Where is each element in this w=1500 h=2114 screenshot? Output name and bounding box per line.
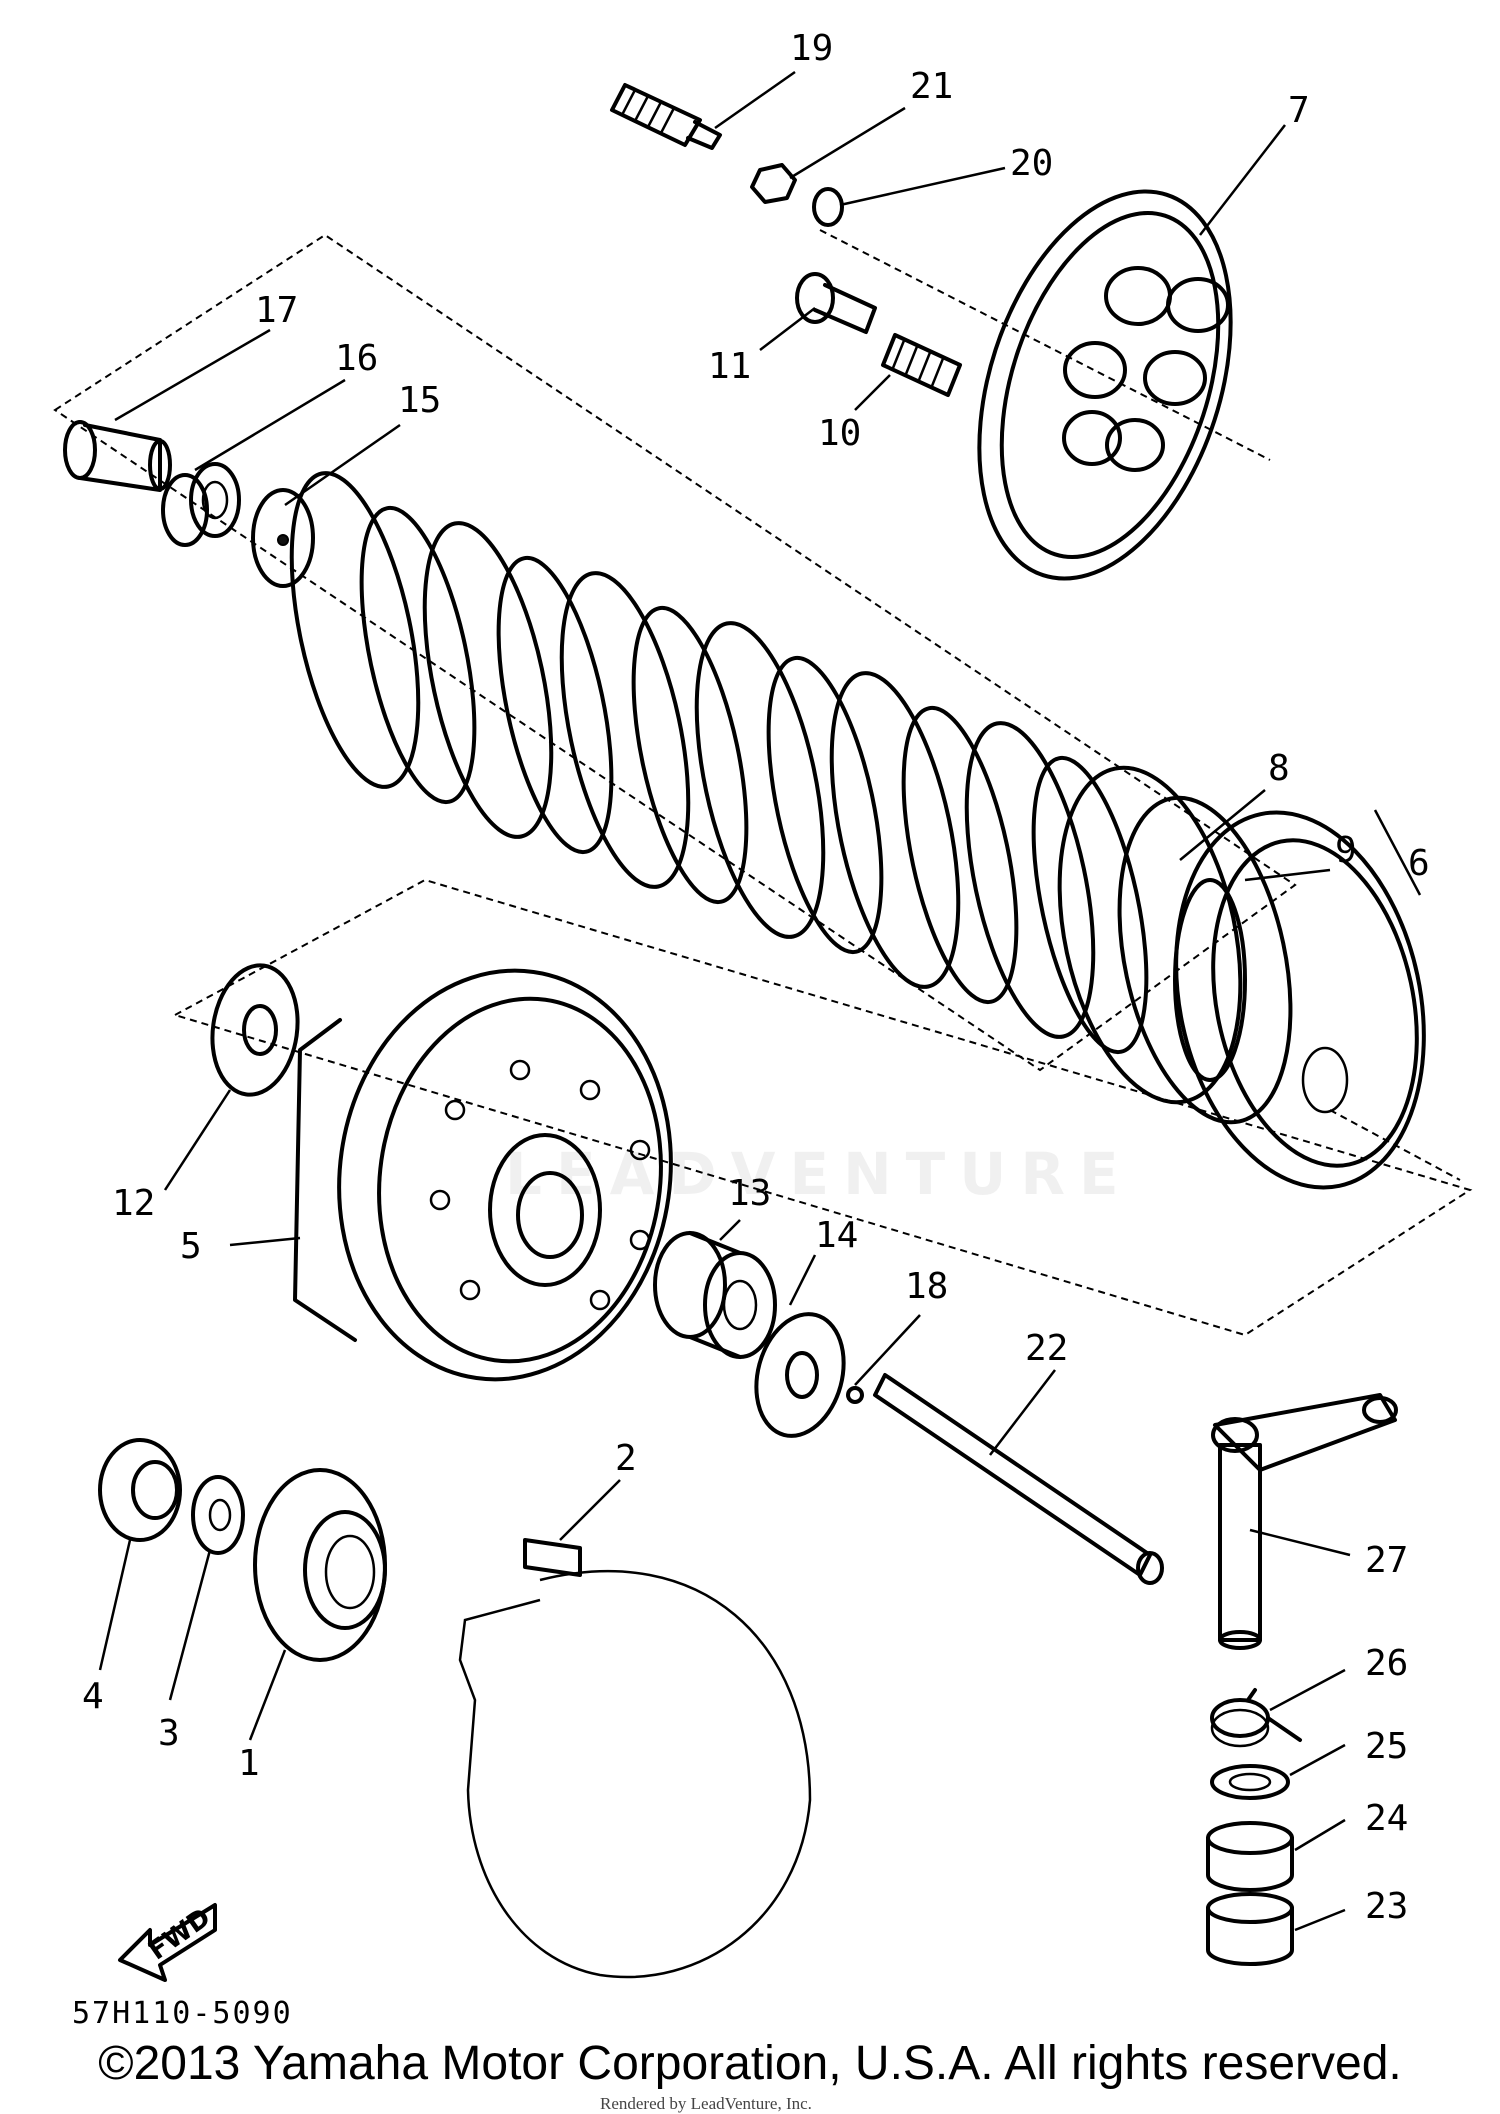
watermark: LEADVENTURE (505, 1140, 1133, 1208)
part-13-collar (653, 1231, 777, 1359)
part-9-ring (1117, 795, 1293, 1125)
axis-line-upper (819, 229, 1271, 461)
callout-5: 5 (180, 1226, 202, 1267)
callout-13: 13 (728, 1173, 771, 1214)
callout-26: 26 (1365, 1643, 1408, 1684)
part-21-nut (750, 163, 797, 204)
fwd-arrow-icon: FWD (118, 1903, 217, 1982)
callout-19: 19 (790, 28, 833, 69)
callout-4: 4 (82, 1676, 104, 1717)
callout-15: 15 (398, 380, 441, 421)
callout-22: 22 (1025, 1328, 1068, 1369)
callout-27: 27 (1365, 1540, 1408, 1581)
part-7-pressure-plate (977, 189, 1233, 581)
part-23-bushing (1206, 1892, 1294, 1966)
part-25-washer (1210, 1764, 1290, 1800)
callout-1: 1 (238, 1743, 260, 1784)
fwd-label: FWD (143, 1903, 216, 1967)
callout-21: 21 (910, 66, 953, 107)
diagram-code: 57H110-5090 (72, 1996, 293, 2031)
callout-17: 17 (255, 290, 298, 331)
part-6-clutch-boss (1173, 810, 1426, 1190)
part-18-ball (846, 1386, 864, 1404)
callout-24: 24 (1365, 1798, 1408, 1839)
part-1-gear (253, 1468, 387, 1662)
callout-7: 7 (1288, 90, 1310, 131)
part-2-key (523, 1538, 582, 1577)
callout-6: 6 (1408, 843, 1430, 884)
callout-20: 20 (1010, 143, 1053, 184)
callout-25: 25 (1365, 1726, 1408, 1767)
part-5-clutch-housing (293, 968, 673, 1382)
leader-lines (98, 70, 1422, 1932)
part-3-washer (191, 1475, 245, 1555)
part-12-thrust-washer (210, 963, 300, 1097)
part-14-thrust-washer (754, 1312, 846, 1438)
callout-labels: 1 2 3 4 5 6 7 8 9 10 11 12 13 14 15 16 1… (82, 28, 1430, 1927)
part-4-bushing (98, 1438, 182, 1542)
part-22-push-rod (873, 1373, 1164, 1585)
callout-8: 8 (1268, 748, 1290, 789)
part-20-washer (812, 187, 844, 227)
callout-12: 12 (112, 1183, 155, 1224)
callout-2: 2 (615, 1438, 637, 1479)
callout-23: 23 (1365, 1886, 1408, 1927)
callout-14: 14 (815, 1215, 858, 1256)
callout-16: 16 (335, 338, 378, 379)
part-11-bolt (795, 272, 877, 334)
part-27-kick-axle (1211, 1393, 1398, 1650)
lower-assembly-guide (172, 878, 1473, 1337)
part-10-spring (881, 333, 962, 397)
callout-18: 18 (905, 1266, 948, 1307)
clutch-plate-stack (289, 471, 1149, 1055)
part-16-bearing (161, 462, 241, 547)
copyright-notice: ©2013 Yamaha Motor Corporation, U.S.A. A… (98, 2037, 1402, 2090)
render-credit: Rendered by LeadVenture, Inc. (600, 2094, 812, 2113)
part-19-adjuster-screw (610, 83, 722, 150)
part-15-plate (251, 488, 315, 588)
part-17-shaft (63, 420, 172, 492)
upper-assembly-guide (53, 233, 1297, 1072)
callout-3: 3 (158, 1713, 180, 1754)
callout-9: 9 (1335, 830, 1357, 871)
callout-10: 10 (818, 413, 861, 454)
crankcase-outline (458, 1569, 812, 1979)
callout-11: 11 (708, 346, 751, 387)
part-26-torsion-spring (1210, 1688, 1302, 1748)
part-24-collar (1206, 1821, 1294, 1892)
